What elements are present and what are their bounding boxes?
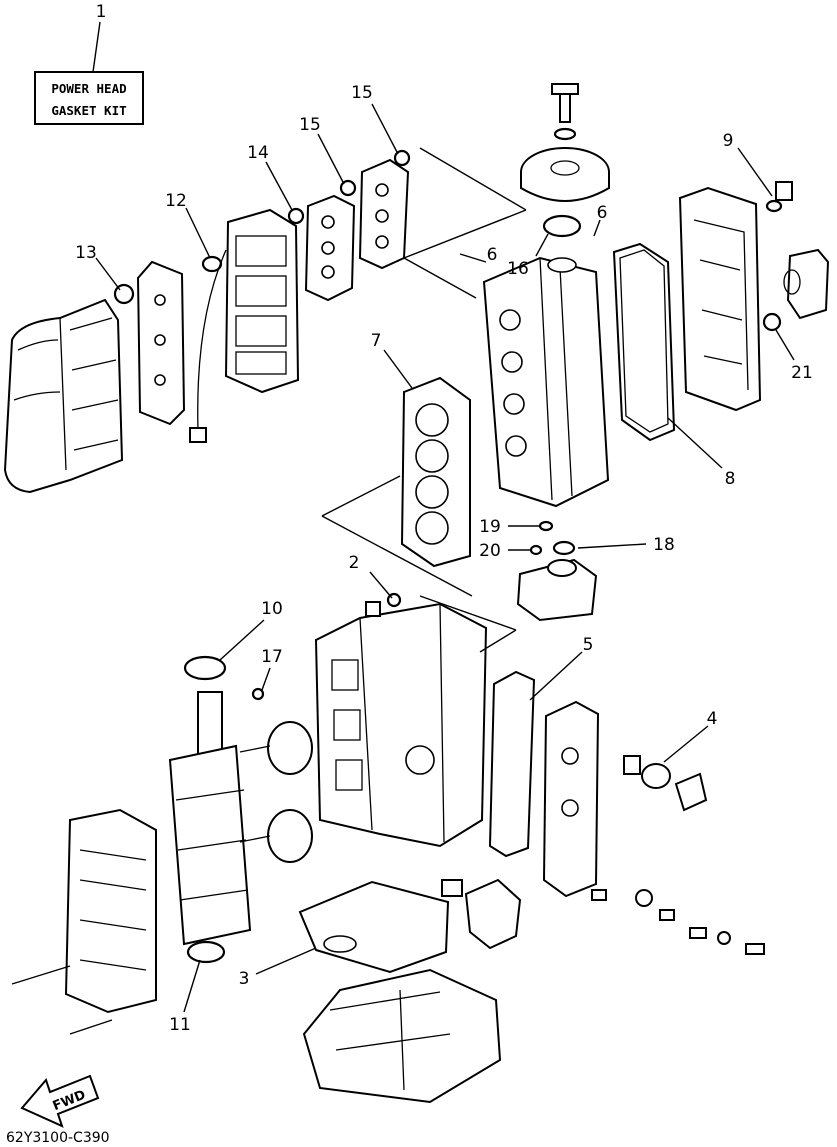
- head-cover-gasket-8: [612, 242, 676, 442]
- oil-seal-16: [542, 214, 582, 238]
- callout-3: 3: [239, 969, 250, 989]
- oil-pan-gasket-3: [298, 880, 450, 974]
- fwd-arrow: FWD: [20, 1074, 100, 1128]
- callout-14: 14: [247, 143, 269, 163]
- exhaust-cover: [542, 700, 600, 898]
- callout-5: 5: [583, 635, 594, 655]
- callout-6a: 6: [487, 245, 498, 265]
- plug-9: [775, 181, 793, 201]
- pump-housing: [516, 558, 598, 622]
- oil-filter: [441, 878, 522, 950]
- assembly-lines: [321, 147, 527, 653]
- callout-13: 13: [75, 243, 97, 263]
- small-orings: [113, 149, 783, 701]
- crankshaft: [168, 691, 252, 946]
- oil-seal-10: [183, 655, 227, 681]
- callout-17: 17: [261, 647, 283, 667]
- callout-10: 10: [261, 599, 283, 619]
- exhaust-cover-gasket-5: [488, 670, 536, 858]
- carburetor-assembly: [189, 208, 300, 443]
- callout-4: 4: [707, 709, 718, 729]
- callout-7: 7: [371, 331, 382, 351]
- cylinder-head-gasket-7: [400, 376, 471, 568]
- intake-plate-1: [304, 194, 356, 302]
- cylinder-block: [314, 601, 488, 848]
- callout-18: 18: [653, 535, 675, 555]
- gasket-kit-box: POWER HEAD GASKET KIT: [34, 21, 144, 125]
- exhaust-guide: [302, 968, 502, 1104]
- cylinder-head: [482, 256, 610, 508]
- bolt-set-right: [591, 889, 765, 955]
- intake-gasket-plate: [136, 260, 186, 426]
- piston-upper: [239, 721, 313, 775]
- cylinder-head-cover: [678, 186, 762, 412]
- callout-19: 19: [479, 517, 501, 537]
- kit-box-line2: GASKET KIT: [51, 103, 126, 118]
- diagram-code: 62Y3100-C390: [6, 1130, 110, 1146]
- callout-11: 11: [169, 1015, 191, 1035]
- callout-9: 9: [723, 131, 734, 151]
- callout-6b: 6: [597, 203, 608, 223]
- thermostat-parts: [623, 755, 708, 812]
- callout-20: 20: [479, 541, 501, 561]
- callout-numbers: 1 2 3 4 5 6 6 7 8 9 10 11 12 13 14 15 15…: [75, 2, 813, 1035]
- callout-15a: 15: [299, 115, 321, 135]
- callout-leaders: [95, 103, 795, 1013]
- crankcase: [11, 808, 157, 1035]
- piston-lower: [239, 809, 313, 863]
- callout-1: 1: [96, 2, 107, 22]
- callout-16: 16: [507, 259, 529, 279]
- intake-silencer: [3, 298, 124, 494]
- oil-seal-11: [186, 940, 226, 964]
- intake-plate-2: [358, 158, 410, 270]
- callout-15b: 15: [351, 83, 373, 103]
- callout-8: 8: [725, 469, 736, 489]
- right-cover-cap: [783, 248, 830, 320]
- callout-12: 12: [165, 191, 187, 211]
- kit-box-line1: POWER HEAD: [51, 81, 126, 96]
- callout-2: 2: [349, 553, 360, 573]
- top-pulley: [520, 83, 610, 202]
- callout-21: 21: [791, 363, 813, 383]
